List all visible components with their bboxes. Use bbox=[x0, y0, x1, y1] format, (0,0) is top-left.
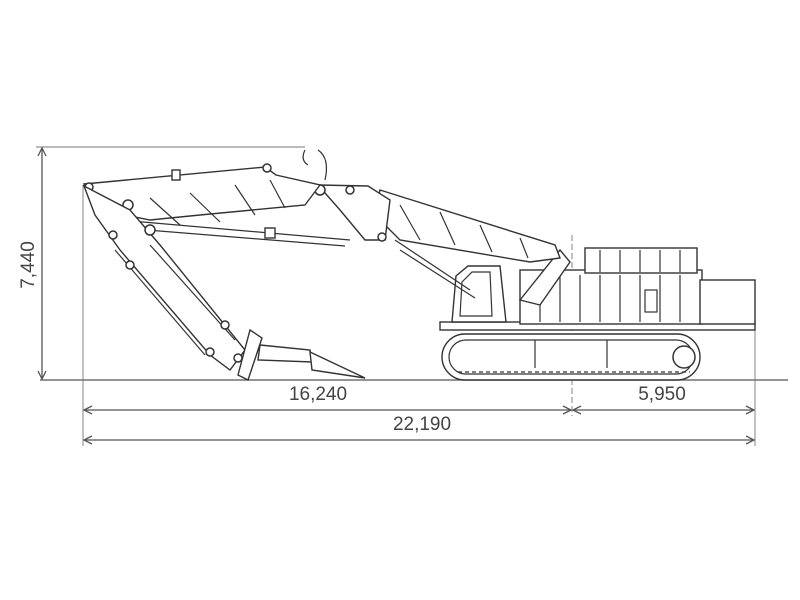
cab bbox=[451, 265, 507, 323]
rear-length-dimension: 5,950 bbox=[571, 384, 756, 415]
arm bbox=[82, 184, 246, 371]
front-reach-label: 16,240 bbox=[289, 384, 347, 405]
overall-length-dimension: 22,190 bbox=[82, 414, 756, 445]
height-label: 7,440 bbox=[18, 241, 39, 289]
front-reach-dimension: 16,240 bbox=[82, 384, 573, 415]
excavator bbox=[82, 149, 756, 381]
crawler-track bbox=[441, 333, 701, 381]
breaker-attachment bbox=[237, 328, 366, 381]
rear-length-label: 5,950 bbox=[638, 384, 686, 405]
main-boom bbox=[374, 189, 571, 306]
overall-length-label: 22,190 bbox=[393, 414, 451, 435]
intermediate-boom bbox=[302, 149, 391, 242]
height-dimension: 7,440 bbox=[18, 146, 305, 381]
